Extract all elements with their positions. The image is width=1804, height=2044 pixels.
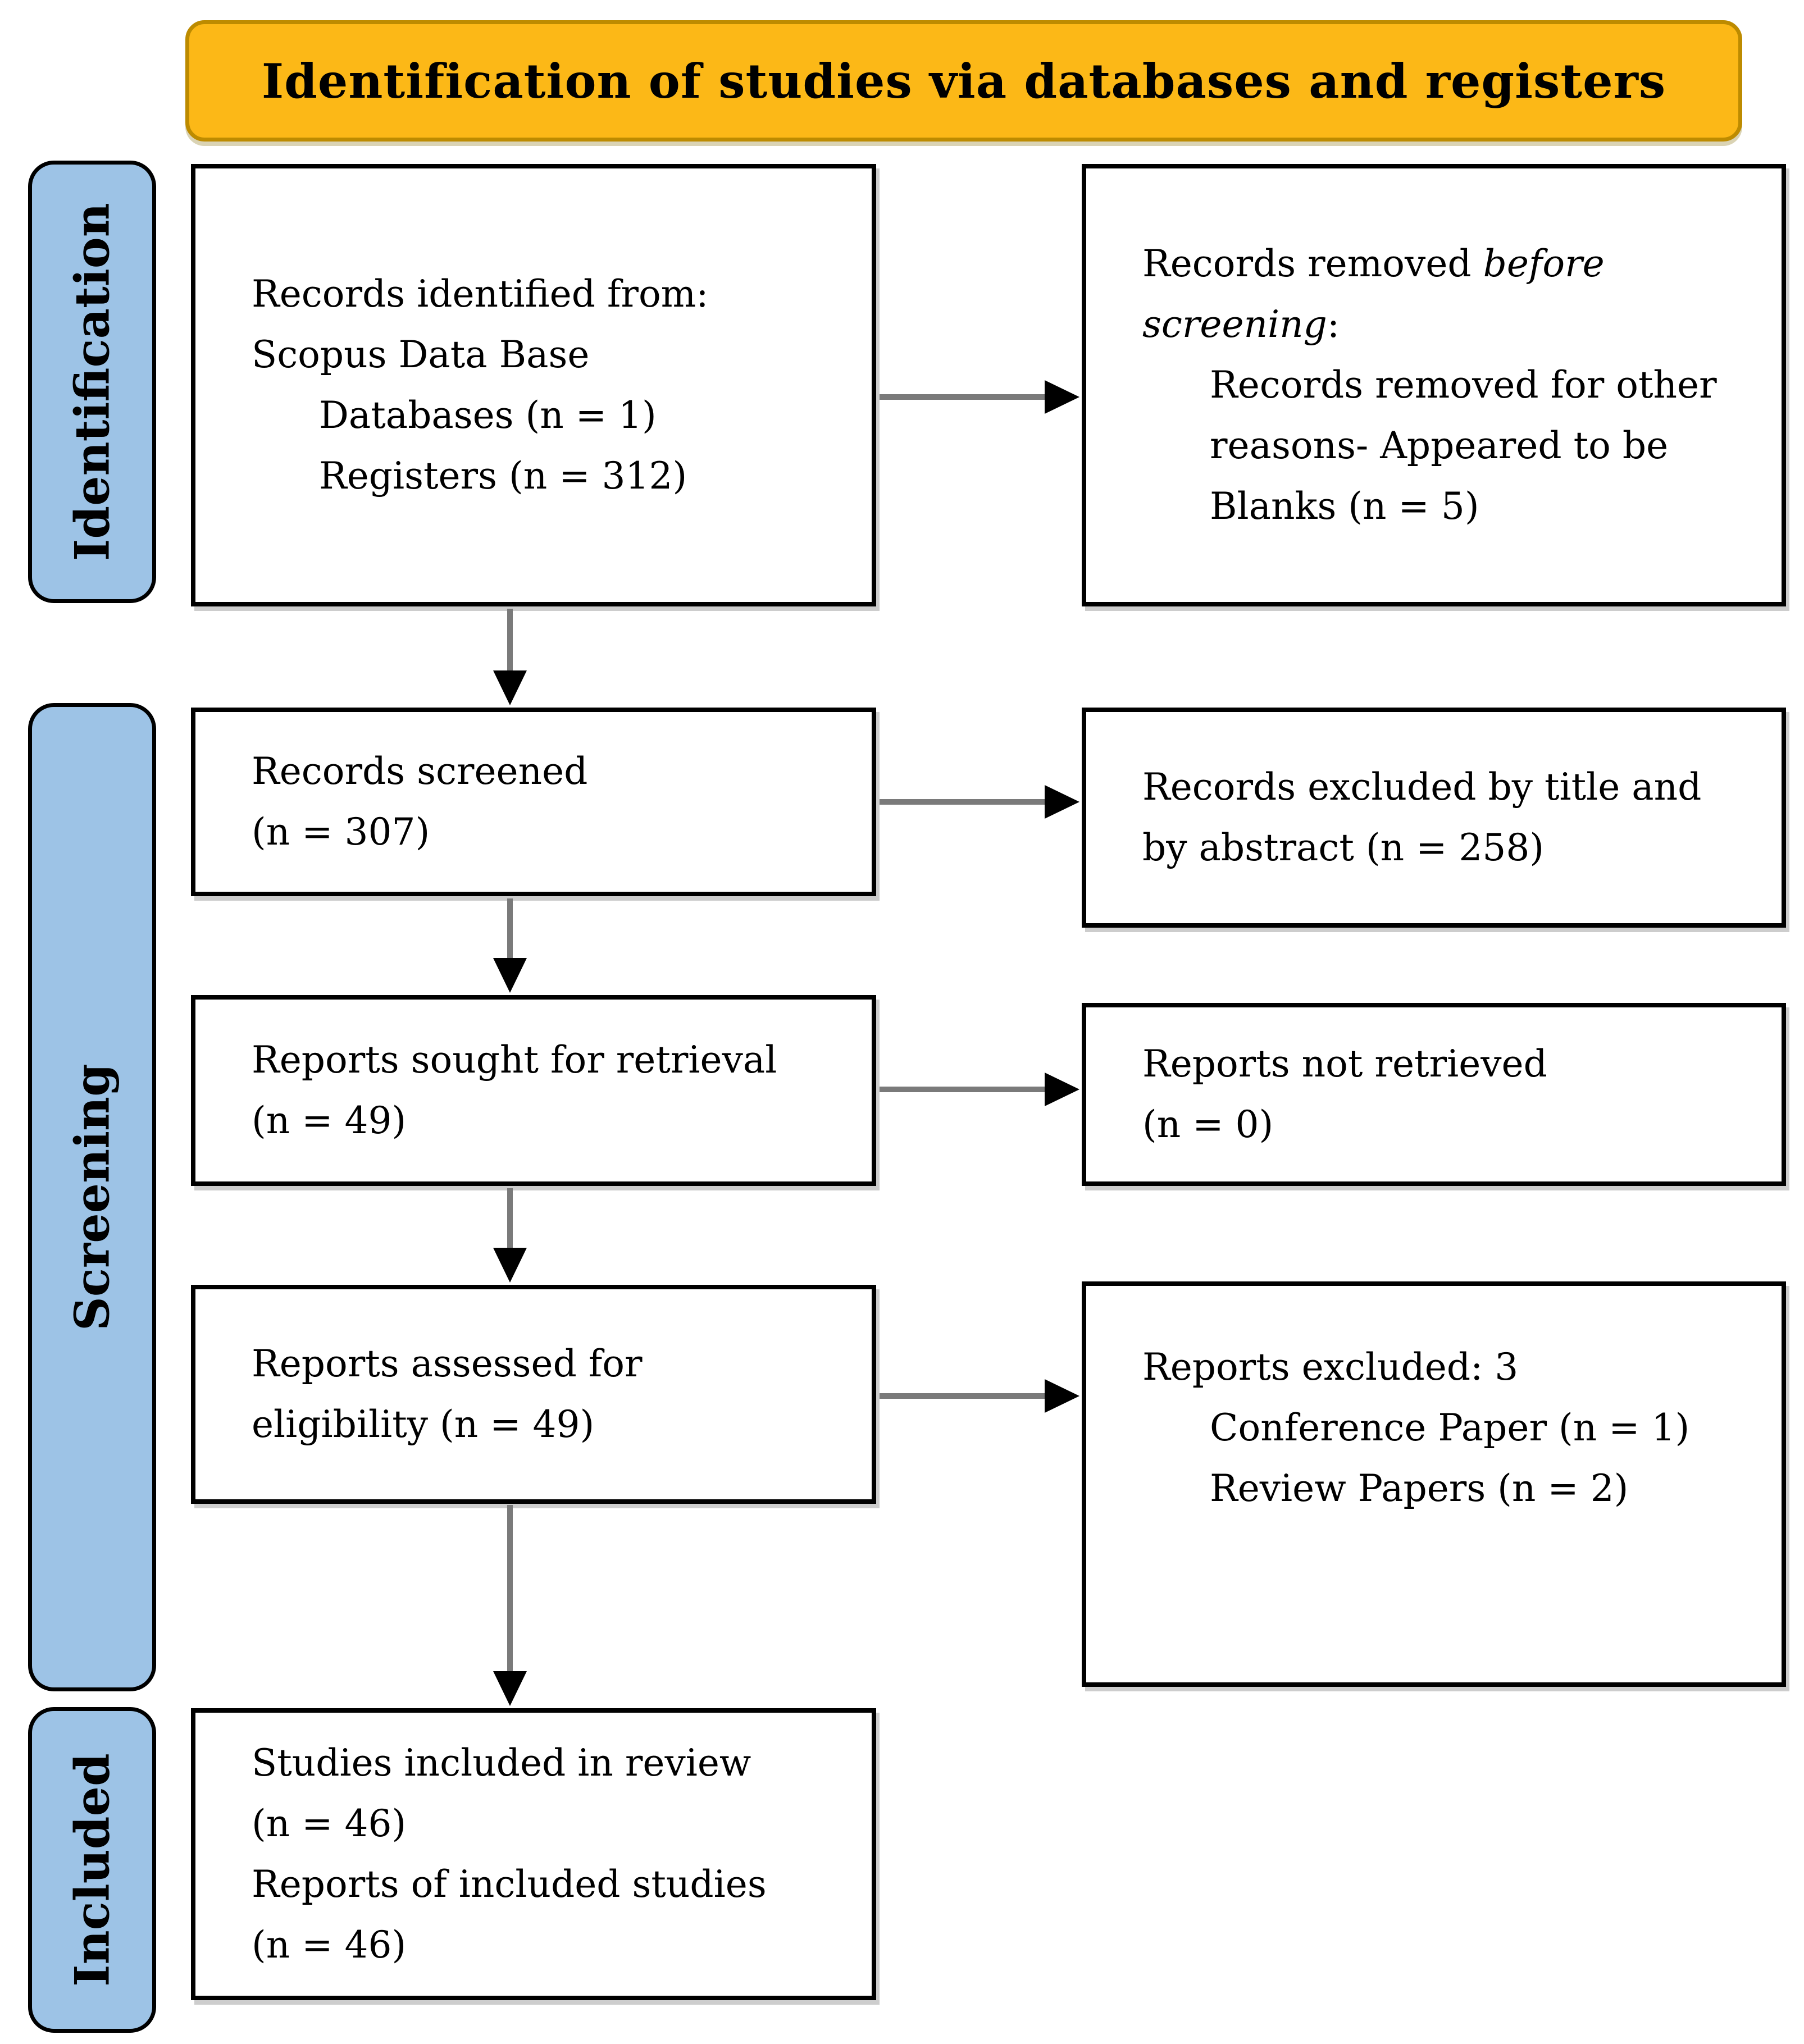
- box-reports-not-retrieved: Reports not retrieved (n = 0): [1082, 1003, 1786, 1186]
- stage-label-text: Screening: [64, 1064, 120, 1331]
- arrow-screened-to-sought: [493, 898, 527, 993]
- text-line: Blanks (n = 5): [1210, 485, 1479, 528]
- text-line: (n = 0): [1142, 1103, 1274, 1146]
- text-line: reasons- Appeared to be: [1210, 424, 1669, 467]
- arrow-shaft: [507, 898, 513, 959]
- text-line: Reports of included studies: [252, 1863, 767, 1906]
- arrow-shaft: [507, 1505, 513, 1672]
- stage-label-text: Identification: [64, 203, 120, 561]
- box-reports-excluded: Reports excluded: 3 Conference Paper (n …: [1082, 1281, 1786, 1687]
- arrow-identified-to-removed: [880, 380, 1079, 414]
- text-line: Reports not retrieved: [1142, 1042, 1547, 1085]
- diagram-title: Identification of studies via databases …: [261, 53, 1666, 109]
- arrow-head-down-icon: [493, 670, 527, 705]
- text-line: Conference Paper (n = 1): [1210, 1406, 1690, 1449]
- text-line: Reports excluded: 3: [1142, 1345, 1519, 1389]
- text-line: Records screened: [252, 750, 588, 793]
- arrow-sought-to-not-retrieved: [880, 1073, 1079, 1106]
- text-line: by abstract (n = 258): [1142, 826, 1545, 869]
- box-records-excluded: Records excluded by title and by abstrac…: [1082, 708, 1786, 928]
- box-studies-included: Studies included in review (n = 46) Repo…: [191, 1708, 876, 2000]
- arrow-head-right-icon: [1045, 1379, 1079, 1413]
- arrow-screened-to-excluded: [880, 785, 1079, 819]
- arrow-head-right-icon: [1045, 380, 1079, 414]
- text-line: (n = 49): [252, 1099, 407, 1142]
- stage-label-identification: Identification: [28, 161, 156, 603]
- text-segment-italic: before: [1483, 242, 1605, 285]
- arrow-identified-to-screened: [493, 609, 527, 705]
- arrow-shaft: [880, 799, 1046, 805]
- text-line: Records removed for other: [1210, 363, 1717, 407]
- text-line: Reports sought for retrieval: [252, 1038, 777, 1082]
- arrow-head-right-icon: [1045, 785, 1079, 819]
- box-reports-sought: Reports sought for retrieval (n = 49): [191, 995, 876, 1186]
- arrow-assessed-to-excluded: [880, 1379, 1079, 1413]
- stage-label-screening: Screening: [28, 703, 156, 1691]
- arrow-shaft: [880, 1393, 1046, 1399]
- arrow-shaft: [880, 394, 1046, 400]
- text-line: (n = 46): [252, 1923, 407, 1967]
- arrow-shaft: [507, 609, 513, 672]
- arrow-head-down-icon: [493, 1671, 527, 1706]
- text-line: Records excluded by title and: [1142, 765, 1702, 809]
- arrow-sought-to-assessed: [493, 1188, 527, 1283]
- text-segment: :: [1327, 303, 1340, 346]
- text-line: Review Papers (n = 2): [1210, 1467, 1629, 1510]
- text-segment-italic: screening: [1142, 303, 1327, 346]
- stage-label-included: Included: [28, 1707, 156, 2033]
- text-line: Studies included in review: [252, 1741, 751, 1785]
- title-banner: Identification of studies via databases …: [185, 20, 1742, 142]
- arrow-shaft: [507, 1188, 513, 1249]
- text-line: Scopus Data Base: [252, 333, 590, 376]
- text-line: Records removed before: [1142, 234, 1759, 294]
- arrow-shaft: [880, 1087, 1046, 1092]
- arrow-assessed-to-included: [493, 1505, 527, 1706]
- text-segment: Records removed: [1142, 242, 1483, 285]
- text-line: (n = 307): [252, 810, 430, 854]
- arrow-head-down-icon: [493, 1248, 527, 1283]
- arrow-head-down-icon: [493, 958, 527, 993]
- stage-label-text: Included: [64, 1753, 120, 1987]
- box-records-removed: Records removed before screening: Record…: [1082, 164, 1786, 606]
- box-reports-assessed: Reports assessed for eligibility (n = 49…: [191, 1285, 876, 1504]
- text-line: (n = 46): [252, 1802, 407, 1845]
- text-line: Databases (n = 1): [319, 394, 657, 437]
- arrow-head-right-icon: [1045, 1073, 1079, 1106]
- box-records-identified: Records identified from: Scopus Data Bas…: [191, 164, 876, 606]
- text-line: Registers (n = 312): [319, 454, 687, 498]
- text-line: Reports assessed for: [252, 1342, 643, 1385]
- text-line: eligibility (n = 49): [252, 1403, 595, 1446]
- text-line: screening:: [1142, 294, 1759, 355]
- text-line: Records identified from:: [252, 272, 709, 316]
- box-records-screened: Records screened (n = 307): [191, 708, 876, 896]
